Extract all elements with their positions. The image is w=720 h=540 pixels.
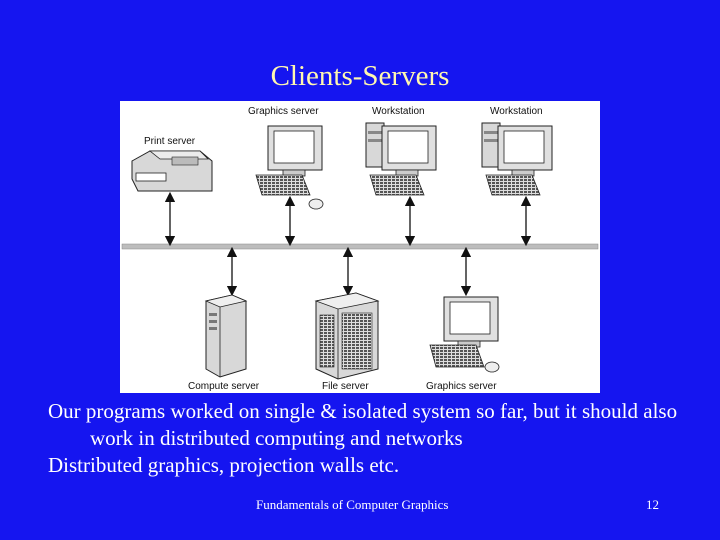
footer-title: Fundamentals of Computer Graphics: [256, 497, 449, 512]
graphics-server-bottom-label: Graphics server: [426, 381, 497, 392]
graphics-server-top-label: Graphics server: [248, 106, 319, 117]
print-server-label: Print server: [144, 136, 196, 147]
connection-arrows: [164, 191, 532, 297]
client-server-diagram: Print server Graphics server Worksta: [120, 101, 600, 393]
slide-title: Clients-Servers: [270, 60, 450, 92]
bullet-2: Distributed graphics, projection walls e…: [48, 453, 400, 477]
workstation-1-label: Workstation: [372, 106, 425, 117]
graphics-server-bottom-icon: [429, 296, 500, 373]
workstation-1-icon: [365, 122, 437, 196]
network-bus: [121, 243, 599, 250]
workstation-2-icon: [481, 122, 553, 196]
page-number: 12: [646, 497, 659, 512]
bullet-1: Our programs worked on single & isolated…: [48, 399, 678, 450]
file-server-label: File server: [322, 381, 369, 392]
file-server-icon: [314, 292, 380, 380]
compute-server-label: Compute server: [188, 381, 260, 392]
compute-server-icon: [204, 294, 248, 378]
print-server-icon: [131, 150, 213, 192]
graphics-server-top-icon: [255, 125, 324, 210]
workstation-2-label: Workstation: [490, 106, 543, 117]
bullet-list: Our programs worked on single & isolated…: [48, 398, 698, 479]
